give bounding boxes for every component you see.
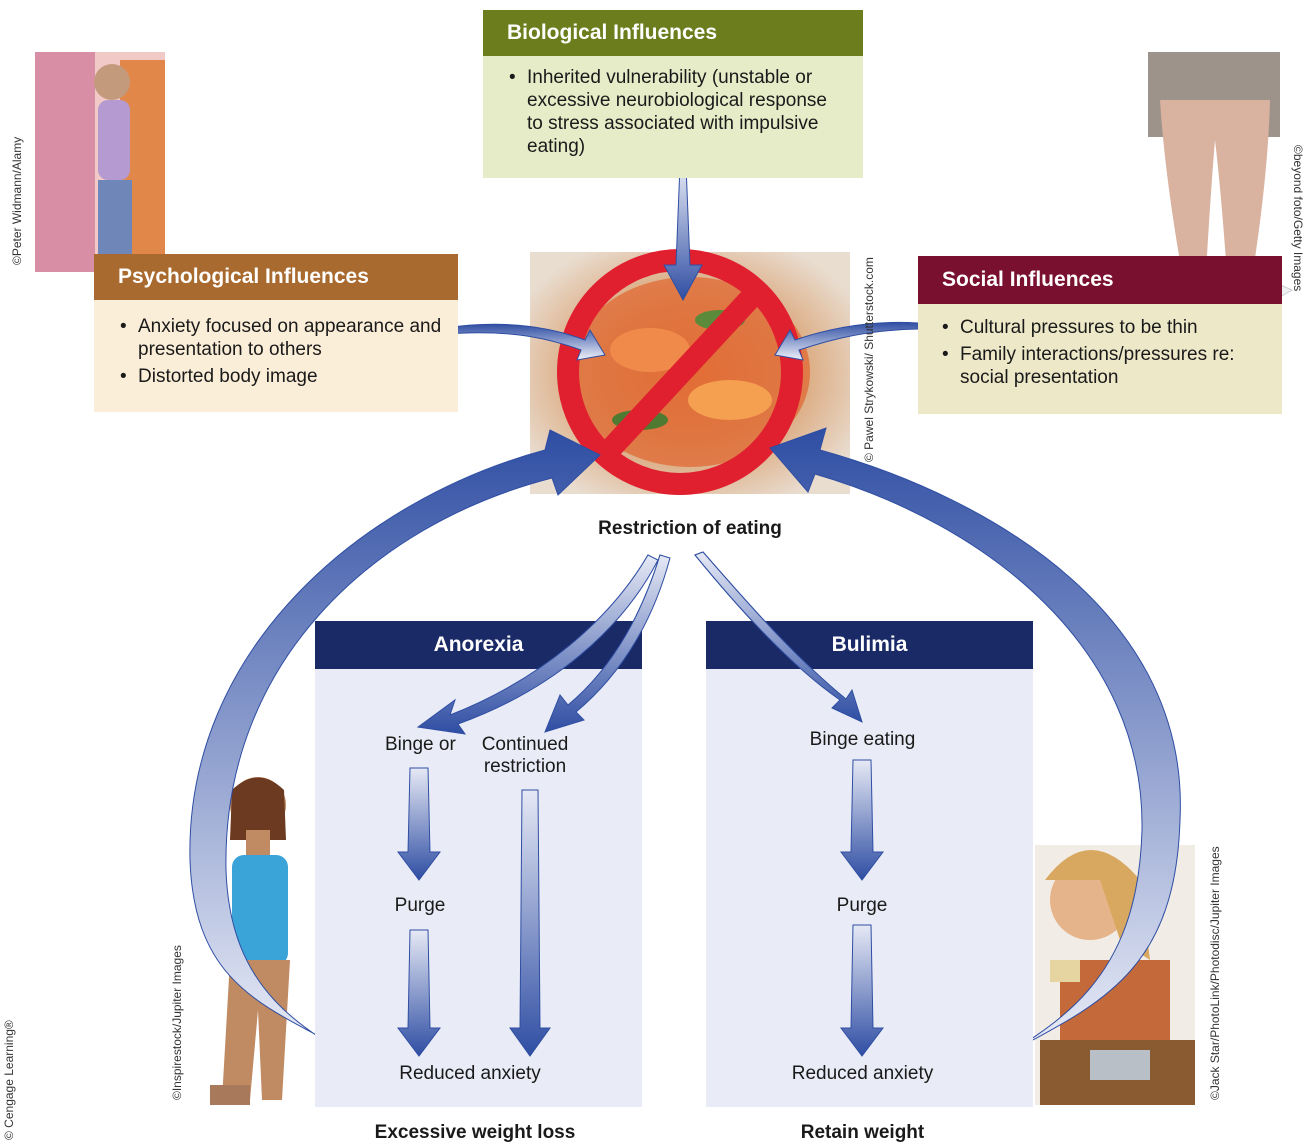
restriction-caption: Restriction of eating [598,518,782,539]
arrow-social-to-center [774,321,919,361]
credit-center-1: © Pawel Strykowski/ Shutterstock.com [862,257,876,462]
biological-body: Inherited vulnerability (unstable or exc… [483,56,863,178]
bulimia-purge-label: Purge [836,895,888,916]
anorexia-reduced-label: Reduced anxiety [399,1063,541,1084]
feedback-arrow-right [769,427,1181,1073]
social-header: Social Influences [918,256,1282,304]
bulimia-title: Bulimia [831,633,908,656]
anorexia-purge-label: Purge [394,895,446,916]
biological-title: Biological Influences [507,21,718,44]
anorexia-title: Anorexia [433,633,524,656]
bulimia-binge-label: Binge eating [809,729,916,750]
credit-bottom-right-photo: ©Jack Star/PhotoLink/Photodisc/Jupiter I… [1208,846,1222,1100]
bulimia-header: Bulimia [706,621,1033,669]
photo-women-top-left [35,52,165,272]
anorexia-header: Anorexia [315,621,642,669]
photo-woman-bottom-left [210,777,290,1105]
social-item: Cultural pressures to be thin [940,316,1270,339]
psychological-title: Psychological Influences [118,265,369,288]
anorexia-outcome: Excessive weight loss [374,1122,576,1143]
feedback-arrow-left [189,429,601,1073]
psychological-header: Psychological Influences [94,254,458,300]
bulimia-outcome: Retain weight [800,1122,925,1143]
biological-item: Inherited vulnerability (unstable or exc… [507,66,843,158]
psychological-item: Anxiety focused on appearance and presen… [118,315,446,361]
anorexia-restriction-label: Continued restriction [481,734,569,777]
bulimia-reduced-label: Reduced anxiety [791,1063,934,1084]
credit-bottom-left-photo: ©Inspirestock/Jupiter Images [170,945,184,1100]
credit-publisher: © Cengage Learning® [2,1020,16,1140]
social-title: Social Influences [942,268,1114,291]
arrow-psychological-to-center [444,323,606,361]
psychological-body: Anxiety focused on appearance and presen… [94,300,458,412]
anorexia-panel [315,669,642,1107]
credit-top-left: ©Peter Widmann/Alamy [10,136,24,265]
credit-top-right: ©beyond foto/Getty Images [1291,145,1305,292]
arrow-biological-to-center [663,164,703,302]
biological-header: Biological Influences [483,10,863,56]
social-item: Family interactions/pressures re: social… [940,343,1270,389]
anorexia-binge-label: Binge or [385,734,456,755]
social-body: Cultural pressures to be thin Family int… [918,304,1282,414]
psychological-item: Distorted body image [118,365,446,388]
